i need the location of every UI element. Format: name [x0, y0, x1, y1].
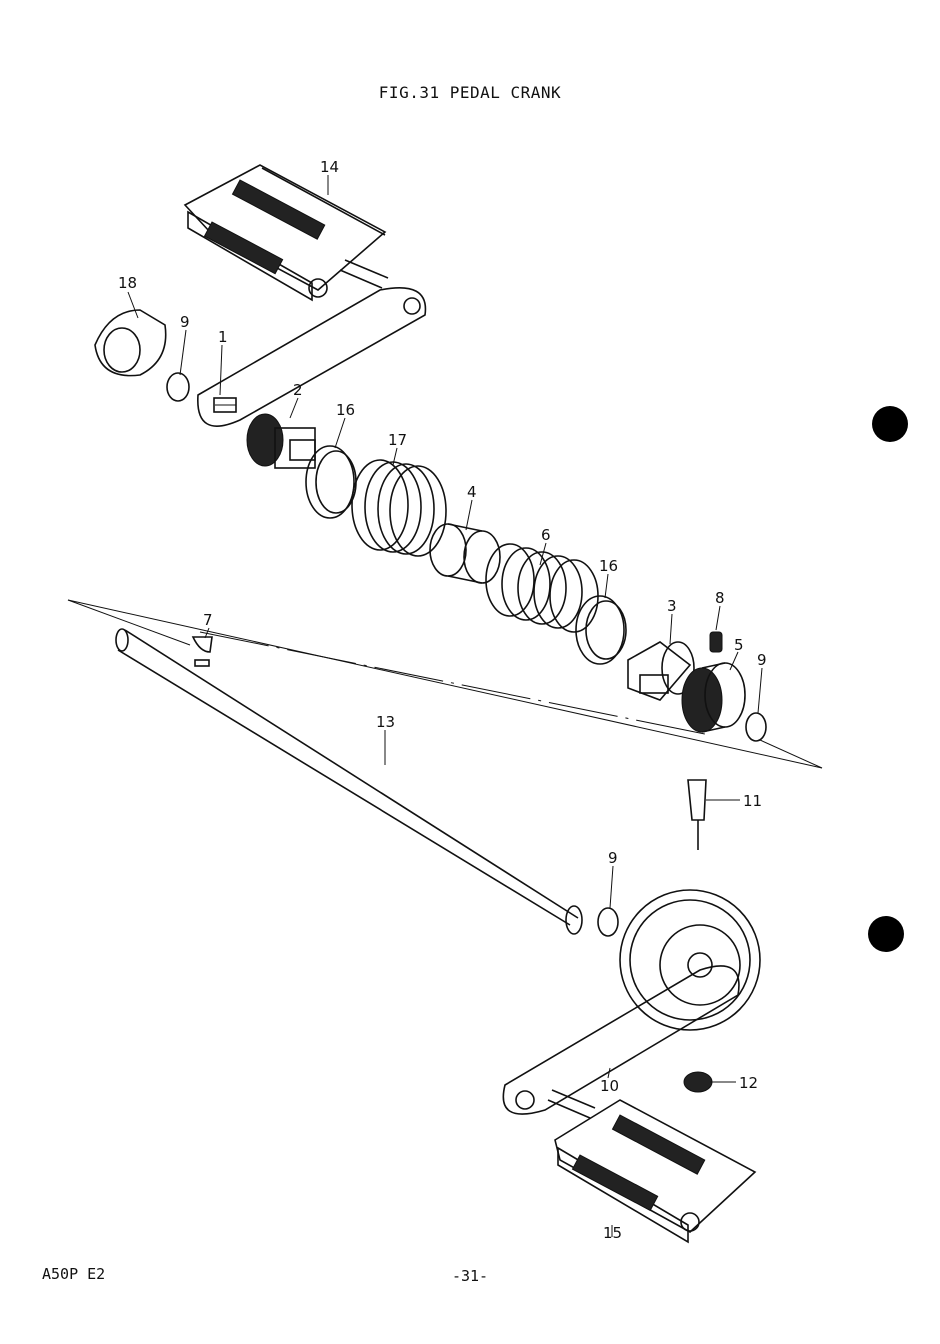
label-part-1: 1: [218, 328, 228, 346]
crank-shaft: [115, 628, 583, 935]
crank-nut: [683, 1071, 713, 1093]
label-part-5: 5: [734, 636, 744, 654]
label-part-17: 17: [388, 431, 407, 449]
pedal-cap: [94, 309, 167, 377]
upper-pedal: [183, 164, 389, 302]
clutch-cone: [627, 641, 695, 701]
sprocket: [619, 889, 761, 1031]
binder-hole-bottom: [868, 916, 904, 952]
crank-bolt: [687, 779, 707, 850]
cone-nut: [246, 413, 316, 469]
woodruff-key: [191, 636, 213, 653]
label-part-13: 13: [376, 713, 395, 731]
upper-crank-arm: [197, 286, 427, 427]
label-part-16-lower: 16: [599, 557, 618, 575]
model-code: A50P E2: [42, 1265, 106, 1283]
label-part-4: 4: [467, 483, 477, 501]
circlip-lower: [597, 907, 619, 937]
label-part-9-lower: 9: [608, 849, 618, 867]
set-screw: [709, 631, 723, 653]
label-part-9-upper: 9: [180, 313, 190, 331]
label-part-12: 12: [739, 1074, 758, 1092]
knurled-collar: [681, 662, 746, 733]
circlip-upper: [166, 372, 190, 402]
label-part-15: 15: [603, 1224, 622, 1242]
label-part-14: 14: [320, 158, 339, 176]
page-number: -31-: [451, 1267, 489, 1285]
label-part-2: 2: [293, 381, 303, 399]
dust-ring-upper: [305, 445, 357, 519]
label-part-6: 6: [541, 526, 551, 544]
label-part-11: 11: [743, 792, 762, 810]
label-part-9-right: 9: [757, 651, 767, 669]
axis-guide-lines: [67, 599, 823, 769]
bellows-cover: [351, 459, 447, 557]
binder-hole-top: [872, 406, 908, 442]
lower-pedal: [547, 1089, 757, 1244]
label-part-7: 7: [203, 611, 213, 629]
label-part-10: 10: [600, 1077, 619, 1095]
sleeve: [429, 523, 501, 584]
figure-title: FIG.31 PEDAL CRANK: [378, 83, 562, 102]
circlip-right: [745, 712, 767, 742]
label-part-8: 8: [715, 589, 725, 607]
lower-crank-arm: [502, 965, 740, 1115]
dust-ring-lower: [575, 595, 627, 665]
coil-spring: [485, 543, 599, 633]
label-part-3: 3: [667, 597, 677, 615]
label-part-16-upper: 16: [336, 401, 355, 419]
leader-lines: [127, 175, 763, 1237]
label-part-18: 18: [118, 274, 137, 292]
